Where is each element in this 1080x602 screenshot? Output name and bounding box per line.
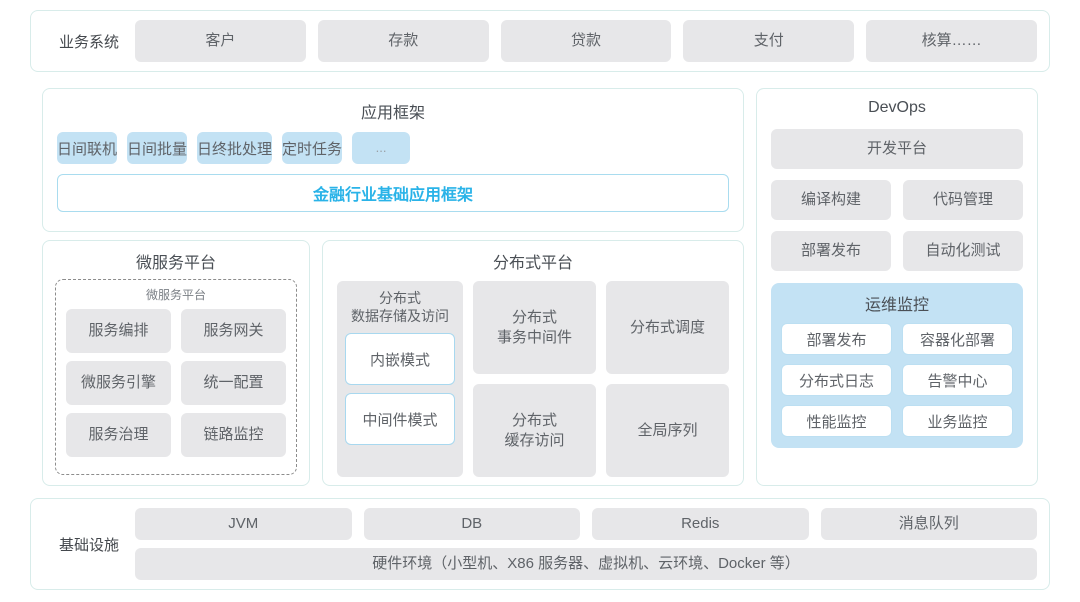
microservice-item-unified-config[interactable]: 统一配置 xyxy=(181,361,286,405)
microservice-platform-title: 微服务平台 xyxy=(135,255,216,272)
business-system-panel: 业务系统 客户 存款 贷款 支付 核算…… xyxy=(30,10,1050,72)
devops-panel: DevOps 开发平台 编译构建 代码管理 部署发布 自动化测试 运维监控 部署… xyxy=(756,88,1038,486)
microservice-inner-box: 微服务平台 服务编排 服务网关 微服务引擎 统一配置 服务治理 链路监控 xyxy=(55,279,297,475)
app-framework-item-daytime-online[interactable]: 日间联机 xyxy=(57,132,118,164)
infrastructure-panel: 基础设施 JVM DB Redis 消息队列 硬件环境（小型机、X86 服务器、… xyxy=(30,498,1050,590)
microservice-inner-title: 微服务平台 xyxy=(145,288,206,302)
ops-monitor-group: 运维监控 部署发布 容器化部署 分布式日志 告警中心 性能监控 业务监控 xyxy=(771,283,1023,448)
devops-title: DevOps xyxy=(868,99,926,116)
app-framework-title: 应用框架 xyxy=(360,105,425,122)
business-system-items: 客户 存款 贷款 支付 核算…… xyxy=(135,20,1037,62)
infrastructure-items: JVM DB Redis 消息队列 xyxy=(135,508,1037,540)
ops-item-performance-monitor[interactable]: 性能监控 xyxy=(781,405,892,437)
ops-item-alert-center[interactable]: 告警中心 xyxy=(902,364,1013,396)
distributed-items: 分布式 事务中间件 分布式调度 分布式 缓存访问 全局序列 xyxy=(473,281,729,477)
microservice-item-gateway[interactable]: 服务网关 xyxy=(181,309,286,353)
distributed-item-transaction-middleware[interactable]: 分布式 事务中间件 xyxy=(473,281,596,374)
app-framework-item-scheduled-task[interactable]: 定时任务 xyxy=(282,132,343,164)
microservice-item-governance[interactable]: 服务治理 xyxy=(66,413,171,457)
distributed-storage-title: 分布式 数据存储及访问 xyxy=(351,290,449,325)
microservice-items: 服务编排 服务网关 微服务引擎 统一配置 服务治理 链路监控 xyxy=(66,309,286,457)
devops-item-dev-platform[interactable]: 开发平台 xyxy=(771,129,1023,169)
ops-item-deploy-release[interactable]: 部署发布 xyxy=(781,323,892,355)
business-item-loan[interactable]: 贷款 xyxy=(500,20,672,62)
app-framework-item-eod-batch[interactable]: 日终批处理 xyxy=(197,132,273,164)
distributed-item-scheduling[interactable]: 分布式调度 xyxy=(606,281,729,374)
devops-item-compile-build[interactable]: 编译构建 xyxy=(771,180,891,220)
microservice-item-orchestration[interactable]: 服务编排 xyxy=(66,309,171,353)
app-framework-panel: 应用框架 日间联机 日间批量 日终批处理 定时任务 ... 金融行业基础应用框架 xyxy=(42,88,744,232)
ops-monitor-items: 部署发布 容器化部署 分布式日志 告警中心 性能监控 业务监控 xyxy=(781,323,1013,437)
business-item-accounting[interactable]: 核算…… xyxy=(866,20,1037,62)
app-framework-item-daytime-batch[interactable]: 日间批量 xyxy=(127,132,188,164)
business-item-payment[interactable]: 支付 xyxy=(683,20,855,62)
microservice-platform-panel: 微服务平台 微服务平台 服务编排 服务网关 微服务引擎 统一配置 服务治理 链路… xyxy=(42,240,310,486)
infrastructure-hardware-environment[interactable]: 硬件环境（小型机、X86 服务器、虚拟机、云环境、Docker 等） xyxy=(135,548,1037,580)
middle-section: 应用框架 日间联机 日间批量 日终批处理 定时任务 ... 金融行业基础应用框架… xyxy=(30,88,1050,486)
infrastructure-label: 基础设施 xyxy=(58,536,119,554)
ops-item-container-deploy[interactable]: 容器化部署 xyxy=(902,323,1013,355)
distributed-storage-mode-middleware[interactable]: 中间件模式 xyxy=(345,393,455,446)
devops-item-deploy-release[interactable]: 部署发布 xyxy=(771,231,891,271)
infrastructure-item-db[interactable]: DB xyxy=(363,508,580,540)
devops-items: 编译构建 代码管理 部署发布 自动化测试 xyxy=(771,180,1023,271)
microservice-item-engine[interactable]: 微服务引擎 xyxy=(66,361,171,405)
infrastructure-item-redis[interactable]: Redis xyxy=(592,508,809,540)
distributed-storage-mode-embedded[interactable]: 内嵌模式 xyxy=(345,333,455,386)
infrastructure-item-jvm[interactable]: JVM xyxy=(135,508,352,540)
business-system-label: 业务系统 xyxy=(58,33,119,51)
distributed-platform-body: 分布式 数据存储及访问 内嵌模式 中间件模式 分布式 事务中间件 分布式调度 分… xyxy=(337,281,729,477)
app-framework-item-more[interactable]: ... xyxy=(352,132,411,164)
distributed-platform-panel: 分布式平台 分布式 数据存储及访问 内嵌模式 中间件模式 分布式 事务中间件 分… xyxy=(322,240,744,486)
ops-item-distributed-log[interactable]: 分布式日志 xyxy=(781,364,892,396)
ops-item-business-monitor[interactable]: 业务监控 xyxy=(902,405,1013,437)
business-item-customer[interactable]: 客户 xyxy=(135,20,306,62)
ops-monitor-title: 运维监控 xyxy=(864,297,929,314)
devops-item-automated-test[interactable]: 自动化测试 xyxy=(903,231,1023,271)
business-item-deposit[interactable]: 存款 xyxy=(317,20,489,62)
distributed-item-global-sequence[interactable]: 全局序列 xyxy=(606,384,729,477)
distributed-platform-title: 分布式平台 xyxy=(492,255,573,272)
microservice-item-trace-monitor[interactable]: 链路监控 xyxy=(181,413,286,457)
left-column: 应用框架 日间联机 日间批量 日终批处理 定时任务 ... 金融行业基础应用框架… xyxy=(42,88,744,486)
distributed-storage-group[interactable]: 分布式 数据存储及访问 内嵌模式 中间件模式 xyxy=(337,281,463,477)
base-application-framework[interactable]: 金融行业基础应用框架 xyxy=(57,174,729,212)
app-framework-items: 日间联机 日间批量 日终批处理 定时任务 ... xyxy=(57,132,729,164)
infrastructure-content: JVM DB Redis 消息队列 硬件环境（小型机、X86 服务器、虚拟机、云… xyxy=(135,508,1037,580)
distributed-item-cache-access[interactable]: 分布式 缓存访问 xyxy=(473,384,596,477)
infrastructure-item-message-queue[interactable]: 消息队列 xyxy=(820,508,1037,540)
devops-item-code-management[interactable]: 代码管理 xyxy=(903,180,1023,220)
